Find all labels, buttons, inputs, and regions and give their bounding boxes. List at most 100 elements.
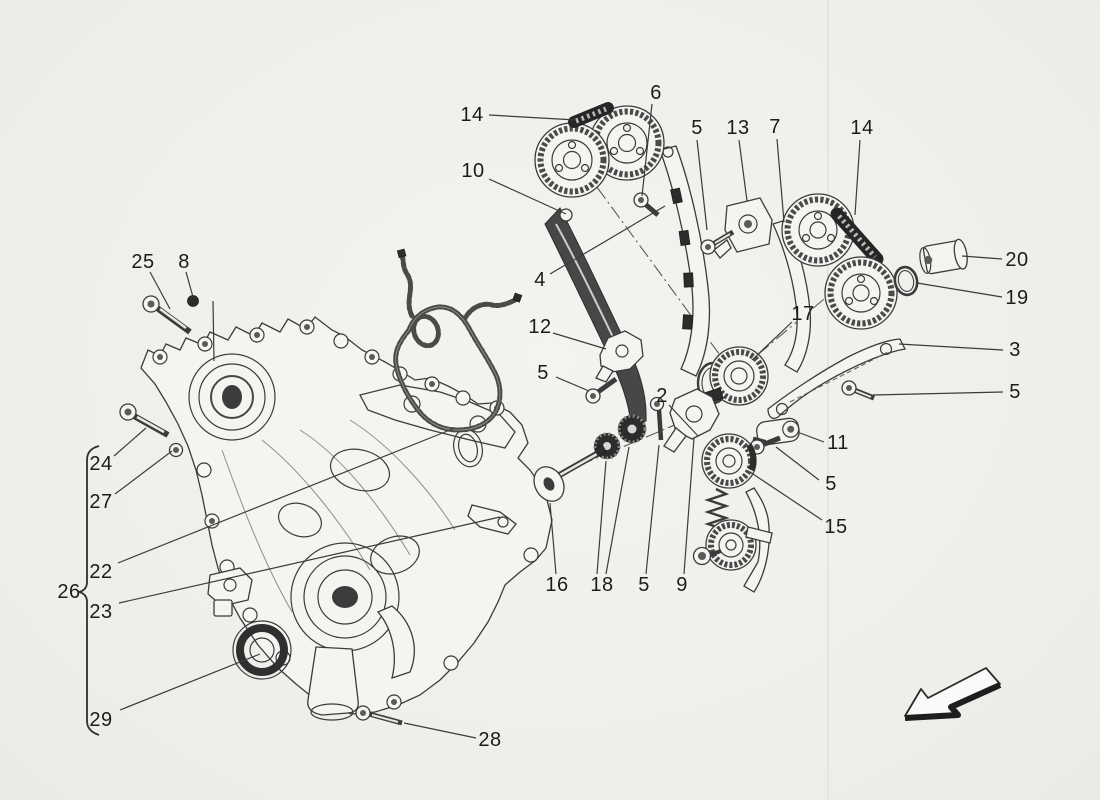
part-number-26: 26 — [57, 581, 80, 603]
axis-line — [582, 167, 737, 378]
sprocket-17 — [696, 346, 769, 406]
water-pump-drawing — [207, 535, 420, 721]
part-number-28: 28 — [478, 729, 501, 751]
leader-line-18 — [605, 446, 630, 575]
leader-line-17 — [751, 321, 793, 361]
cam-phaser-pair-right — [781, 193, 898, 330]
bracket-26 — [78, 445, 100, 736]
leader-line-4 — [549, 205, 666, 275]
leader-line-22 — [117, 427, 456, 564]
part-number-2: 2 — [656, 385, 668, 407]
leader-line-18 — [596, 460, 607, 575]
leader-line-7 — [776, 138, 785, 223]
leader-line-11 — [799, 432, 825, 443]
leader-line-5 — [775, 446, 820, 481]
bushing-20 — [919, 238, 968, 275]
cam-phaser — [534, 122, 610, 198]
leader-line-5 — [696, 139, 708, 231]
part-number-5: 5 — [638, 574, 650, 596]
leader-line-6 — [641, 103, 653, 197]
timing-chain-segment — [568, 102, 614, 128]
part-number-5: 5 — [537, 362, 549, 384]
leader-line-28 — [403, 722, 477, 739]
leader-line-9 — [683, 437, 695, 575]
part-number-23: 23 — [89, 601, 112, 623]
leader-line-15 — [749, 471, 823, 521]
leader-line-25 — [149, 271, 171, 310]
timing-cover-drawing — [140, 316, 553, 715]
part-number-25: 25 — [131, 251, 154, 273]
leader-line-16 — [549, 502, 557, 575]
sprocket-15 — [701, 433, 757, 489]
crank-sprocket — [692, 519, 757, 571]
part-number-11: 11 — [827, 432, 849, 454]
leader-line-20 — [961, 255, 1003, 260]
cam-phaser-pair-left — [534, 102, 665, 198]
leader-line-14 — [854, 139, 861, 216]
pump-outlet-pipe — [307, 646, 359, 716]
gasket-drawing — [393, 248, 523, 433]
leader-line-3 — [898, 343, 1004, 351]
leader-line-5 — [872, 391, 1004, 396]
leader-line-29 — [119, 653, 261, 711]
timing-drive-drawing — [533, 102, 968, 593]
left-fasteners — [119, 295, 403, 726]
part-number-5: 5 — [691, 117, 703, 139]
sensor-body — [207, 567, 253, 607]
bolt-24 — [119, 403, 170, 438]
chain-guide-arm-3 — [767, 338, 906, 420]
part-number-17: 17 — [791, 303, 814, 325]
part-number-4: 4 — [534, 269, 546, 291]
part-number-7: 7 — [769, 116, 781, 138]
part-number-16: 16 — [545, 574, 568, 596]
leader-line-19 — [916, 282, 1003, 298]
leader-line-8 — [212, 300, 215, 362]
bolt-5-tensioner — [700, 229, 735, 255]
part-number-18: 18 — [590, 574, 613, 596]
leader-line-14 — [488, 114, 577, 121]
screw-8 — [187, 295, 199, 307]
leader-line-2 — [668, 404, 699, 437]
part-number-3: 3 — [1009, 339, 1021, 361]
part-number-15: 15 — [824, 516, 847, 538]
leader-line-27 — [114, 450, 173, 495]
tensioner-assembly-2 — [663, 387, 724, 453]
part-number-5: 5 — [1009, 381, 1021, 403]
timing-chain-segment — [830, 207, 884, 266]
bolt-28 — [355, 705, 403, 726]
part-number-19: 19 — [1005, 287, 1028, 309]
bolt-6 — [633, 192, 660, 217]
chain-tensioner-13 — [713, 197, 773, 259]
leader-line-10 — [488, 178, 567, 215]
cam-phaser — [824, 256, 898, 330]
tensioner-blade-4 — [659, 145, 711, 377]
bolt-25 — [142, 295, 192, 335]
bolt-5-bracket — [585, 376, 618, 404]
leader-line-24 — [113, 427, 147, 457]
part-number-9: 9 — [676, 574, 688, 596]
part-number-13: 13 — [726, 117, 749, 139]
drive-gear-18 — [617, 414, 647, 444]
leader-line-23 — [118, 516, 501, 604]
nut-27 — [168, 442, 184, 458]
part-number-14: 14 — [460, 104, 483, 126]
part-number-24: 24 — [89, 453, 112, 475]
bolt-5-arm — [841, 380, 875, 401]
leader-line-13 — [738, 139, 748, 202]
leader-line-12 — [552, 332, 607, 350]
leader-line-8 — [185, 271, 194, 298]
leader-line-5 — [555, 376, 590, 392]
chain-guide-7 — [772, 219, 812, 373]
leader-line-5 — [645, 444, 660, 575]
part-number-12: 12 — [528, 316, 551, 338]
part-number-20: 20 — [1005, 249, 1028, 271]
part-number-29: 29 — [89, 709, 112, 731]
part-number-22: 22 — [89, 561, 112, 583]
part-number-6: 6 — [650, 82, 662, 104]
part-number-14: 14 — [850, 117, 873, 139]
crankshaft-seal — [232, 620, 292, 680]
o-ring-19 — [893, 265, 919, 297]
